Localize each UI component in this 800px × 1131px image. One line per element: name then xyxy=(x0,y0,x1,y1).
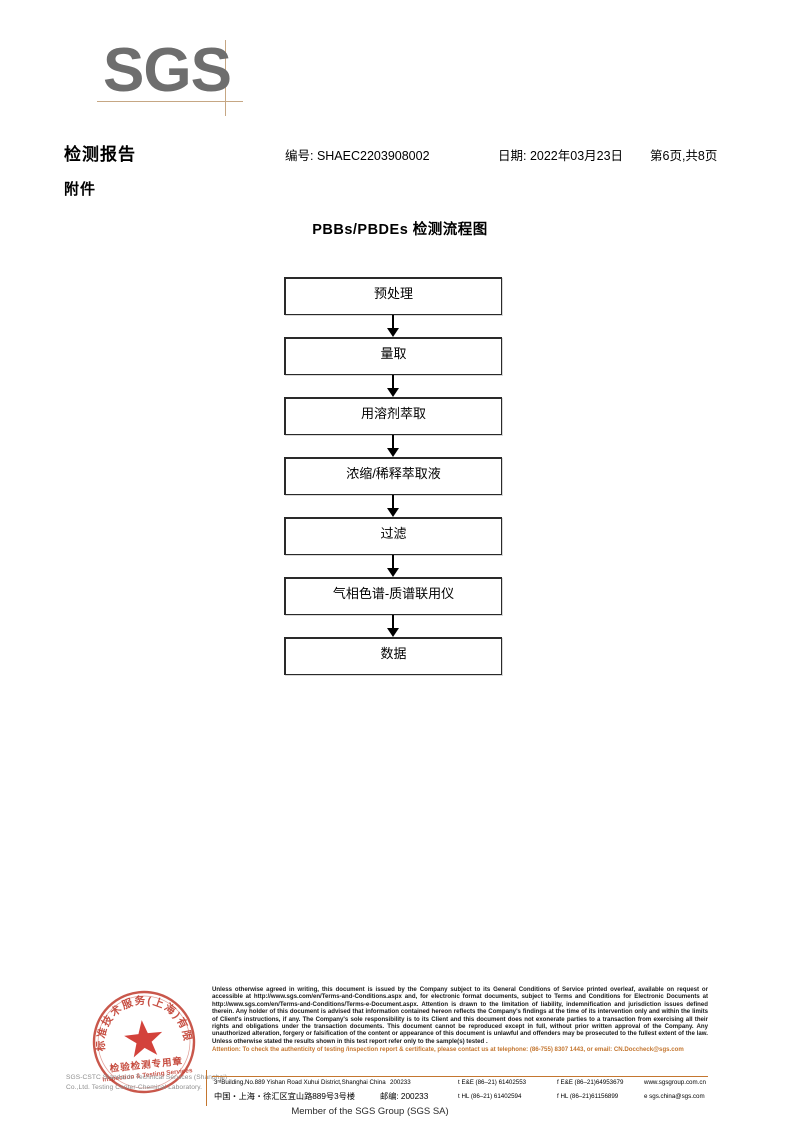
legal-paragraph: Unless otherwise agreed in writing, this… xyxy=(212,986,708,1045)
flow-step-7: 数据 xyxy=(284,637,504,675)
flow-box: 浓缩/稀释萃取液 xyxy=(284,457,502,495)
flow-step-2: 量取 xyxy=(284,337,504,375)
flow-box-label: 浓缩/稀释萃取液 xyxy=(346,466,441,481)
page-indicator: 第6页,共8页 xyxy=(650,149,718,163)
address-zip-en: 200233 xyxy=(390,1079,411,1086)
address-fax-cn: f HL (86–21)61156899 xyxy=(557,1093,619,1100)
arrow-head-icon xyxy=(387,328,399,337)
address-tel-cn: t HL (86–21) 61402594 xyxy=(458,1093,522,1100)
logo-horizontal-rule xyxy=(97,101,243,102)
flow-step-1: 预处理 xyxy=(284,277,504,315)
address-website: www.sgsgroup.com.cn xyxy=(644,1079,706,1086)
address-tel-en: t E&E (86–21) 61402553 xyxy=(458,1079,527,1086)
legal-disclaimer: Unless otherwise agreed in writing, this… xyxy=(212,986,708,1054)
flow-box-label: 用溶剂萃取 xyxy=(360,406,426,421)
arrow-shaft xyxy=(392,315,394,330)
address-fax-en: f E&E (86–21)64953679 xyxy=(557,1079,624,1086)
flow-box: 气相色谱-质谱联用仪 xyxy=(284,577,502,615)
seal-watermark-text: SGS-CSTC Standards Technical Services (S… xyxy=(66,1074,228,1091)
logo-vertical-rule xyxy=(225,40,226,116)
report-date: 日期: 2022年03月23日 xyxy=(498,149,624,163)
flow-box-label: 过滤 xyxy=(380,526,407,541)
address-row-en: 3ʳᵈBuilding,No.889 Yishan Road Xuhui Dis… xyxy=(212,1076,708,1090)
flow-box: 过滤 xyxy=(284,517,502,555)
arrow-head-icon xyxy=(387,388,399,397)
flow-arrow-3 xyxy=(284,435,502,457)
flow-step-5: 过滤 xyxy=(284,517,504,555)
arrow-shaft xyxy=(392,375,394,390)
page-title: 检测报告 xyxy=(64,145,136,164)
arrow-shaft xyxy=(392,435,394,450)
flow-box: 预处理 xyxy=(284,277,502,315)
report-number: 编号: SHAEC2203908002 xyxy=(285,149,430,163)
flow-arrow-2 xyxy=(284,375,502,397)
company-seal-stamp: 通标标准技术服务(上海)有限公司 检验检测专用章 Inspection & Te… xyxy=(88,986,200,1098)
address-row-cn: 中国・上海・徐汇区宜山路889号3号楼 邮编: 200233 t HL (86–… xyxy=(212,1090,708,1104)
sgs-logo: SGS xyxy=(97,36,243,116)
flow-box-label: 数据 xyxy=(380,646,407,661)
flow-box: 数据 xyxy=(284,637,502,675)
address-street-cn: 中国・上海・徐汇区宜山路889号3号楼 xyxy=(214,1092,356,1101)
flow-box: 量取 xyxy=(284,337,502,375)
arrow-shaft xyxy=(392,555,394,570)
arrow-shaft xyxy=(392,615,394,630)
legal-attention: Attention: To check the authenticity of … xyxy=(212,1046,684,1054)
address-block: 3ʳᵈBuilding,No.889 Yishan Road Xuhui Dis… xyxy=(206,1070,708,1106)
arrow-shaft xyxy=(392,495,394,510)
flow-arrow-4 xyxy=(284,495,502,517)
flow-box: 用溶剂萃取 xyxy=(284,397,502,435)
flow-step-4: 浓缩/稀释萃取液 xyxy=(284,457,504,495)
arrow-head-icon xyxy=(387,508,399,517)
sgs-group-member-note: Member of the SGS Group (SGS SA) xyxy=(291,1106,449,1117)
flow-arrow-1 xyxy=(284,315,502,337)
flowchart-title: PBBs/PBDEs 检测流程图 xyxy=(312,222,488,238)
address-vertical-rule xyxy=(206,1070,207,1106)
address-divider xyxy=(212,1076,708,1077)
report-header: 检测报告 附件 编号: SHAEC2203908002 日期: 2022年03月… xyxy=(0,140,800,210)
flowchart: 预处理 量取 用溶剂萃取 浓缩/稀释萃取液 xyxy=(284,277,504,675)
flow-arrow-5 xyxy=(284,555,502,577)
address-email: e sgs.china@sgs.com xyxy=(644,1093,705,1100)
flow-step-6: 气相色谱-质谱联用仪 xyxy=(284,577,504,615)
arrow-head-icon xyxy=(387,628,399,637)
flow-box-label: 预处理 xyxy=(373,286,413,301)
flow-step-3: 用溶剂萃取 xyxy=(284,397,504,435)
flow-box-label: 量取 xyxy=(380,346,407,361)
address-street-en: 3ʳᵈBuilding,No.889 Yishan Road Xuhui Dis… xyxy=(214,1079,386,1086)
arrow-head-icon xyxy=(387,568,399,577)
flow-box-label: 气相色谱-质谱联用仪 xyxy=(332,586,455,601)
logo-wordmark: SGS xyxy=(103,36,232,105)
arrow-head-icon xyxy=(387,448,399,457)
flow-arrow-6 xyxy=(284,615,502,637)
address-zip-cn: 邮编: 200233 xyxy=(380,1092,429,1101)
attachment-label: 附件 xyxy=(64,181,97,198)
